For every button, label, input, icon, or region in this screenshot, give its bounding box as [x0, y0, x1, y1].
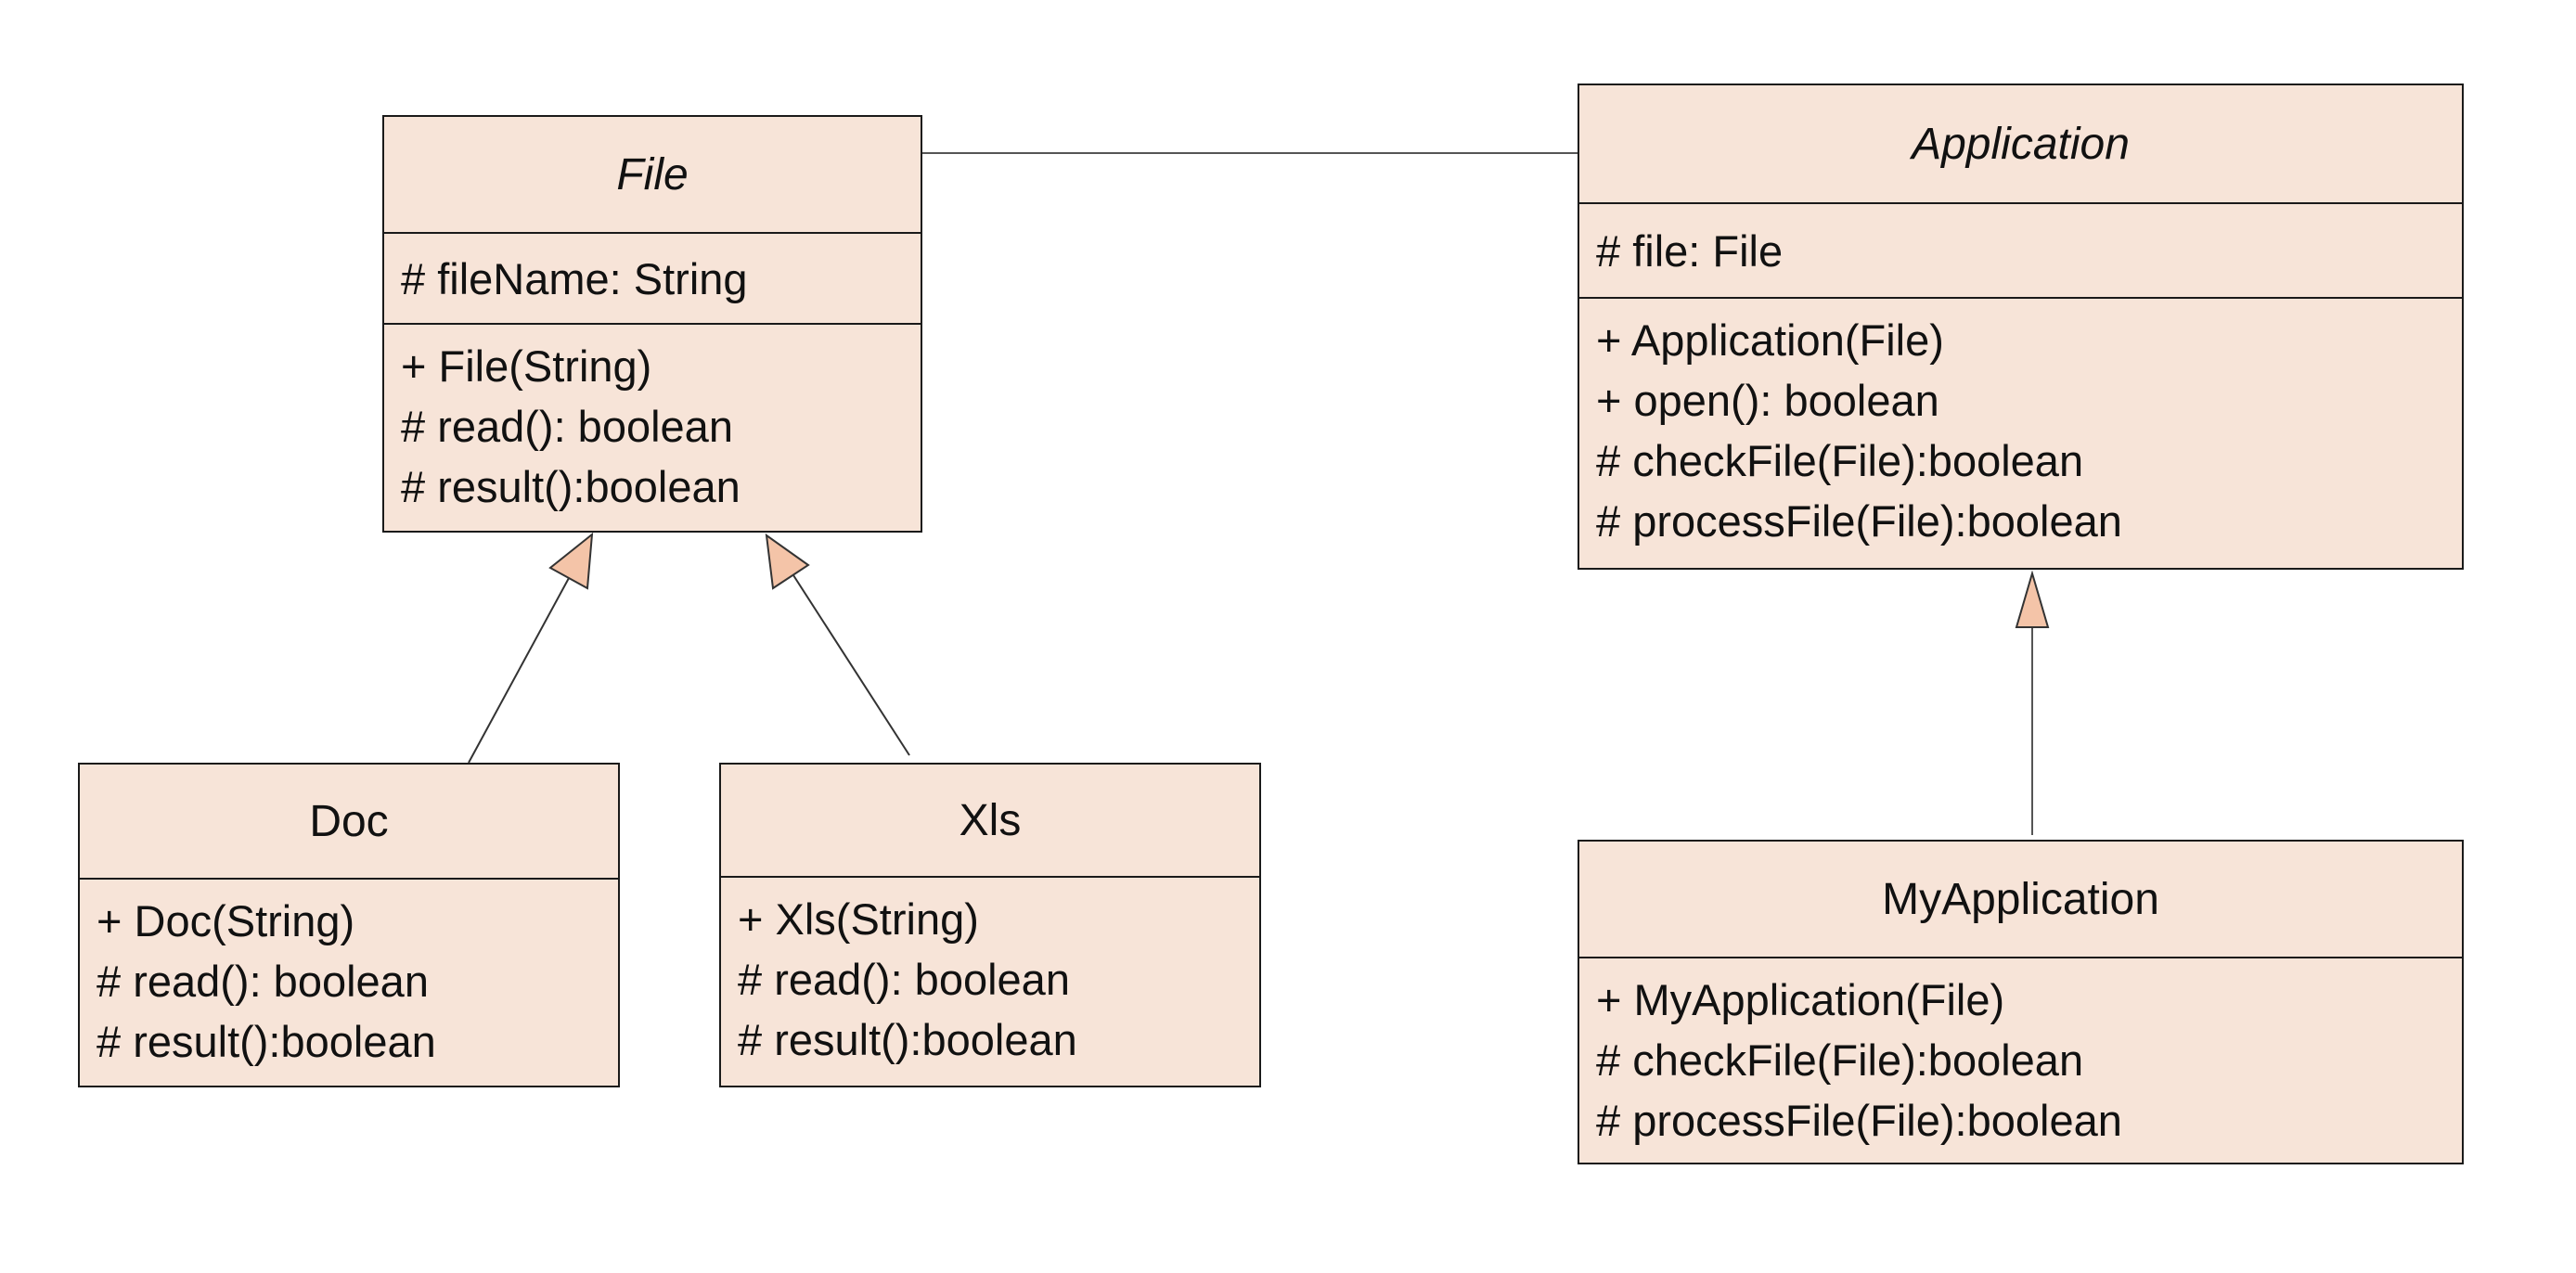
class-xls-name: Xls [959, 795, 1022, 845]
class-file: File # fileName: String + File(String) #… [382, 115, 922, 533]
generalization-doc-file-line [468, 577, 570, 764]
class-file-operations: + File(String) # read(): boolean # resul… [384, 323, 921, 517]
class-doc-operation: + Doc(String) [97, 896, 355, 945]
class-xls-operation: + Xls(String) [738, 894, 979, 944]
class-application-name: Application [1912, 119, 2130, 169]
generalization-doc-file-arrowhead [548, 532, 594, 590]
class-myapplication-operation: # processFile(File):boolean [1596, 1096, 2122, 1145]
class-file-attribute: # fileName: String [401, 253, 748, 303]
class-application-operation: # processFile(File):boolean [1596, 496, 2122, 546]
generalization-myapplication-application-arrowhead [2015, 570, 2050, 628]
class-doc-operation: # result():boolean [97, 1017, 436, 1066]
class-xls-operation: # result():boolean [738, 1015, 1077, 1064]
class-myapplication-operation: + MyApplication(File) [1596, 975, 2005, 1024]
class-myapplication-operation: # checkFile(File):boolean [1596, 1035, 2084, 1085]
class-file-name: File [616, 149, 689, 199]
generalization-xls-file-line [792, 574, 910, 756]
class-file-attributes: # fileName: String [384, 232, 921, 323]
class-application-operation: + Application(File) [1596, 315, 1944, 365]
class-application-operation: + open(): boolean [1596, 376, 1939, 425]
class-application-attributes: # file: File [1579, 202, 2462, 297]
class-doc-name: Doc [309, 796, 389, 846]
class-application-attribute: # file: File [1596, 225, 1784, 276]
class-file-operation: # result():boolean [401, 462, 741, 511]
class-file-operation: # read(): boolean [401, 402, 733, 451]
class-application-operations: + Application(File) + open(): boolean # … [1579, 297, 2462, 551]
class-xls-operations: + Xls(String) # read(): boolean # result… [721, 876, 1259, 1070]
class-xls-operation: # read(): boolean [738, 955, 1070, 1004]
class-doc-operation: # read(): boolean [97, 957, 429, 1006]
generalization-xls-file-arrowhead [765, 533, 810, 590]
class-myapplication: MyApplication + MyApplication(File) # ch… [1578, 840, 2464, 1164]
class-myapplication-name: MyApplication [1882, 874, 2159, 924]
class-doc: Doc + Doc(String) # read(): boolean # re… [78, 763, 620, 1087]
class-application: Application # file: File + Application(F… [1578, 84, 2464, 570]
class-application-operation: # checkFile(File):boolean [1596, 436, 2084, 485]
class-xls: Xls + Xls(String) # read(): boolean # re… [719, 763, 1261, 1087]
class-doc-operations: + Doc(String) # read(): boolean # result… [80, 878, 618, 1072]
class-myapplication-operations: + MyApplication(File) # checkFile(File):… [1579, 957, 2462, 1151]
class-file-operation: + File(String) [401, 341, 652, 391]
